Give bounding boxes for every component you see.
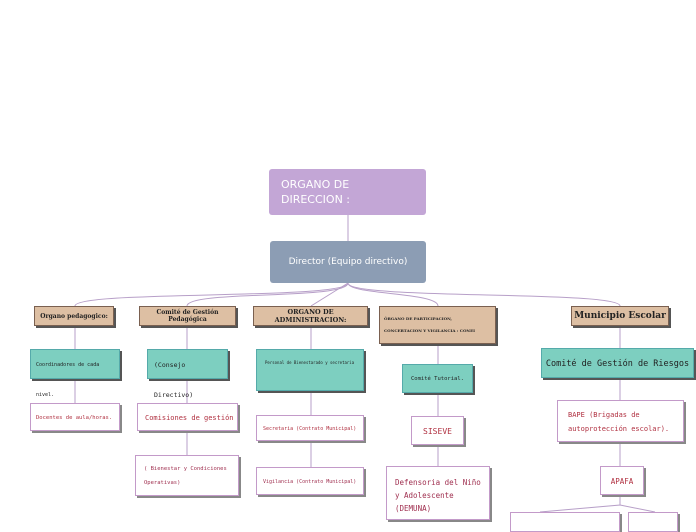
organo-direccion-node[interactable]: ORGANO DE DIRECCION :	[269, 169, 426, 215]
personal-bienestar-node[interactable]: Personal de Bienestarado y secretaria	[256, 349, 364, 391]
comite-tutorial-node[interactable]: Comité Tutorial.	[402, 364, 473, 393]
docentes-node[interactable]: Docentes de aula/horas.	[30, 403, 120, 431]
organo-pedagogico-node[interactable]: Organo pedagogico:	[34, 306, 114, 326]
bape-node[interactable]: BAPE (Brigadas de autoprotección escolar…	[557, 400, 684, 442]
comite-gestion-pedagogica-node[interactable]: Comité de Gestión Pedagógica	[139, 306, 236, 326]
demuna-node[interactable]: Defensoria del Niño y Adolescente (DEMUN…	[386, 466, 490, 520]
comisiones-gestion-node[interactable]: Comisiones de gestión	[137, 403, 238, 431]
connector-lines	[74, 215, 656, 513]
siseve-node[interactable]: SISEVE	[411, 416, 464, 445]
comite-gestion-riesgos-node[interactable]: Comité de Gestión de Riesgos	[541, 348, 694, 378]
municipio-escolar-node[interactable]: Municipio Escolar	[571, 306, 669, 326]
consejo-directivo-node[interactable]: (Consejo Directivo)	[147, 349, 228, 399]
secretaria-node[interactable]: Secretaria (Contrato Municipal)	[256, 415, 364, 441]
director-node[interactable]: Director (Equipo directivo)	[270, 241, 426, 283]
vigilancia-node[interactable]: Vigilancia (Contrato Municipal)	[256, 467, 364, 495]
conei-node[interactable]: ÓRGANO DE PARTICIPACION, CONCERTACION Y …	[379, 306, 496, 344]
municipio-child-box-left[interactable]	[510, 512, 620, 532]
municipio-child-box-right[interactable]	[628, 512, 678, 532]
coordinadores-node[interactable]: Coordinadores de cada nivel.	[30, 349, 120, 398]
apafa-node[interactable]: APAFA	[600, 466, 644, 495]
bienestar-node[interactable]: ( Bienestar y Condiciones Operativas)	[135, 455, 239, 496]
organo-administracion-node[interactable]: ORGANO DE ADMINISTRACION:	[253, 306, 368, 326]
